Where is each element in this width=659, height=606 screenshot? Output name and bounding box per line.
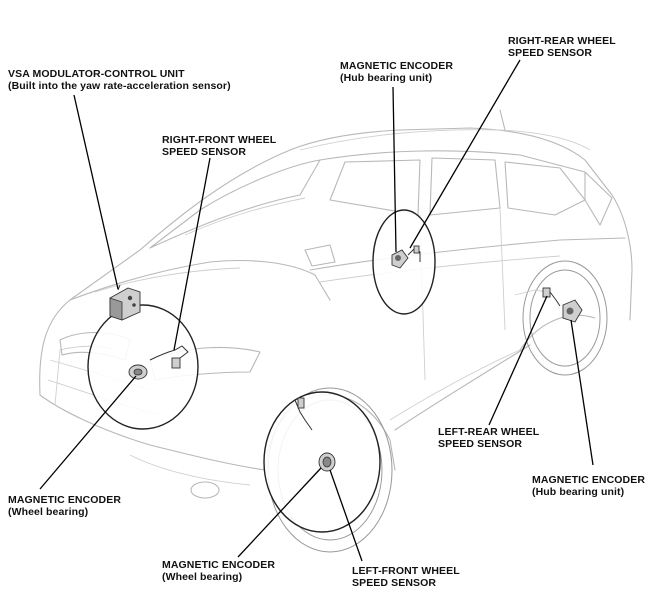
left-rear-speed-sensor [542, 287, 551, 298]
label-encoder-wheel-bottom: MAGNETIC ENCODER (Wheel bearing) [162, 559, 275, 583]
leader-lines [39, 59, 594, 562]
label-encoder-wheel-bottom-title: MAGNETIC ENCODER [162, 559, 276, 571]
label-right-front-line1: RIGHT-FRONT WHEEL [162, 134, 277, 146]
label-encoder-hub-right-title: MAGNETIC ENCODER [532, 474, 646, 486]
right-rear-speed-sensor [413, 245, 420, 254]
label-encoder-hub-top-title: MAGNETIC ENCODER [340, 60, 454, 72]
label-left-front-sensor: LEFT-FRONT WHEEL SPEED SENSOR [352, 565, 460, 589]
label-encoder-wheel-bottom-subtitle: (Wheel bearing) [162, 571, 243, 583]
label-encoder-hub-right-subtitle: (Hub bearing unit) [532, 486, 625, 498]
right-front-speed-sensor [171, 357, 181, 369]
label-vsa-subtitle: (Built into the yaw rate-acceleration se… [8, 80, 231, 92]
leader-right-front-sensor [173, 157, 211, 351]
label-encoder-hub-top: MAGNETIC ENCODER (Hub bearing unit) [340, 60, 453, 84]
right-rear-callout-circle [372, 209, 436, 315]
label-right-rear-sensor: RIGHT-REAR WHEEL SPEED SENSOR [508, 35, 616, 59]
label-right-rear-line1: RIGHT-REAR WHEEL [508, 35, 616, 47]
leader-encoder-wheel-bottom [237, 467, 322, 558]
label-right-rear-line2: SPEED SENSOR [508, 47, 593, 59]
leader-encoder-hub-right [570, 319, 594, 466]
label-right-front-sensor: RIGHT-FRONT WHEEL SPEED SENSOR [162, 134, 276, 158]
right-front-callout-circle [87, 304, 199, 430]
label-left-rear-sensor: LEFT-REAR WHEEL SPEED SENSOR [438, 426, 539, 450]
left-rear-callout-circle [514, 287, 583, 323]
label-vsa-unit: VSA MODULATOR-CONTROL UNIT (Built into t… [8, 68, 231, 92]
leader-right-rear-sensor [409, 59, 521, 249]
leader-left-front-sensor [329, 469, 363, 562]
label-left-front-line2: SPEED SENSOR [352, 577, 437, 589]
leader-left-rear-sensor [488, 295, 548, 426]
right-rear-wheel-drawing [522, 260, 608, 376]
leader-encoder-hub-top [392, 86, 397, 253]
left-front-speed-sensor [297, 397, 305, 409]
leader-encoder-wheel-left [39, 375, 137, 490]
label-encoder-wheel-left: MAGNETIC ENCODER (Wheel bearing) [8, 494, 121, 518]
label-left-front-line1: LEFT-FRONT WHEEL [352, 565, 460, 577]
label-left-rear-line2: SPEED SENSOR [438, 438, 523, 450]
label-encoder-hub-top-subtitle: (Hub bearing unit) [340, 72, 433, 84]
label-left-rear-line1: LEFT-REAR WHEEL [438, 426, 540, 438]
label-vsa-title: VSA MODULATOR-CONTROL UNIT [8, 68, 185, 80]
label-encoder-hub-right: MAGNETIC ENCODER (Hub bearing unit) [532, 474, 645, 498]
label-right-front-line2: SPEED SENSOR [162, 146, 247, 158]
label-encoder-wheel-left-title: MAGNETIC ENCODER [8, 494, 122, 506]
leader-vsa [73, 94, 119, 290]
label-encoder-wheel-left-subtitle: (Wheel bearing) [8, 506, 89, 518]
left-front-components [294, 397, 336, 472]
vsa-modulator-unit [109, 284, 141, 321]
